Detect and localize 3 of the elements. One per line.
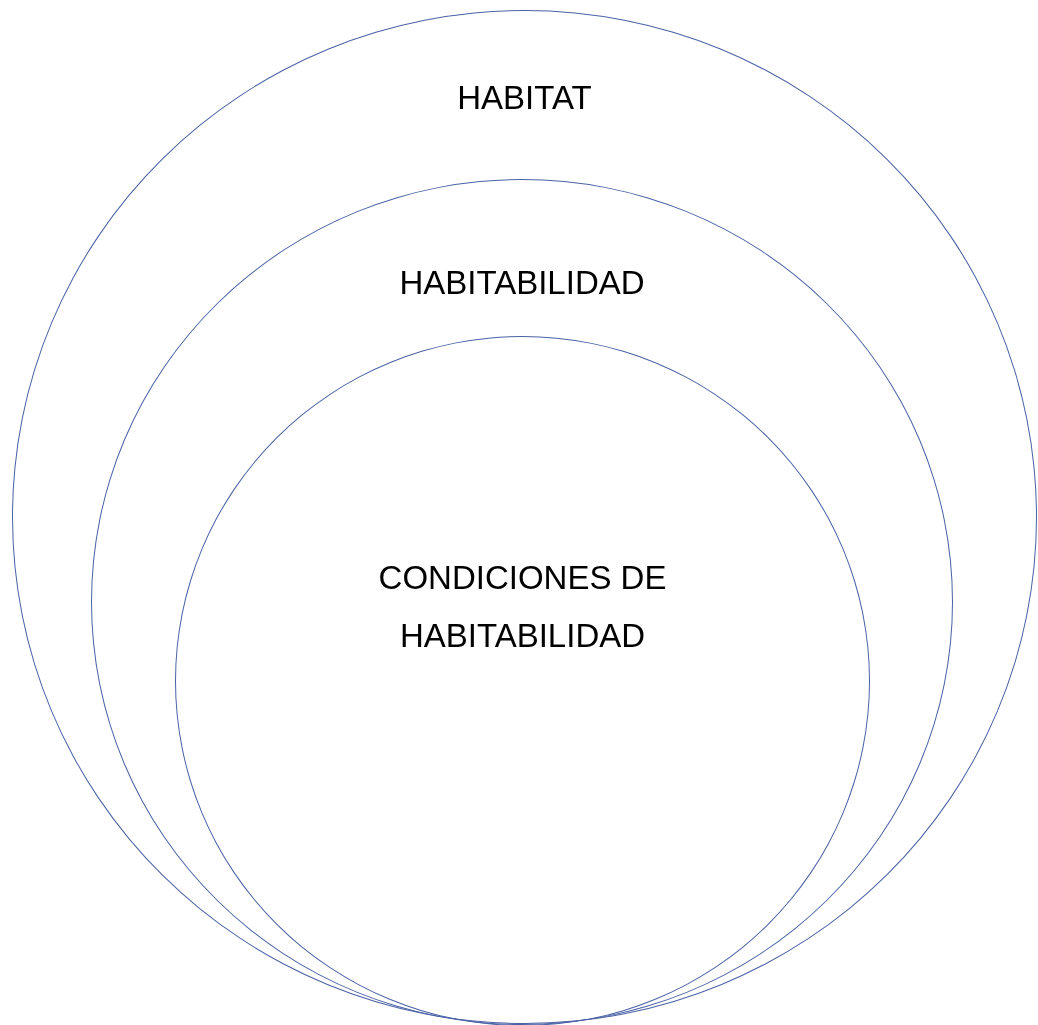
circle-label: HABITAT	[457, 78, 592, 118]
circle-label: HABITABILIDAD	[399, 263, 645, 303]
circle-label: CONDICIONES DE HABITABILIDAD	[377, 558, 668, 656]
